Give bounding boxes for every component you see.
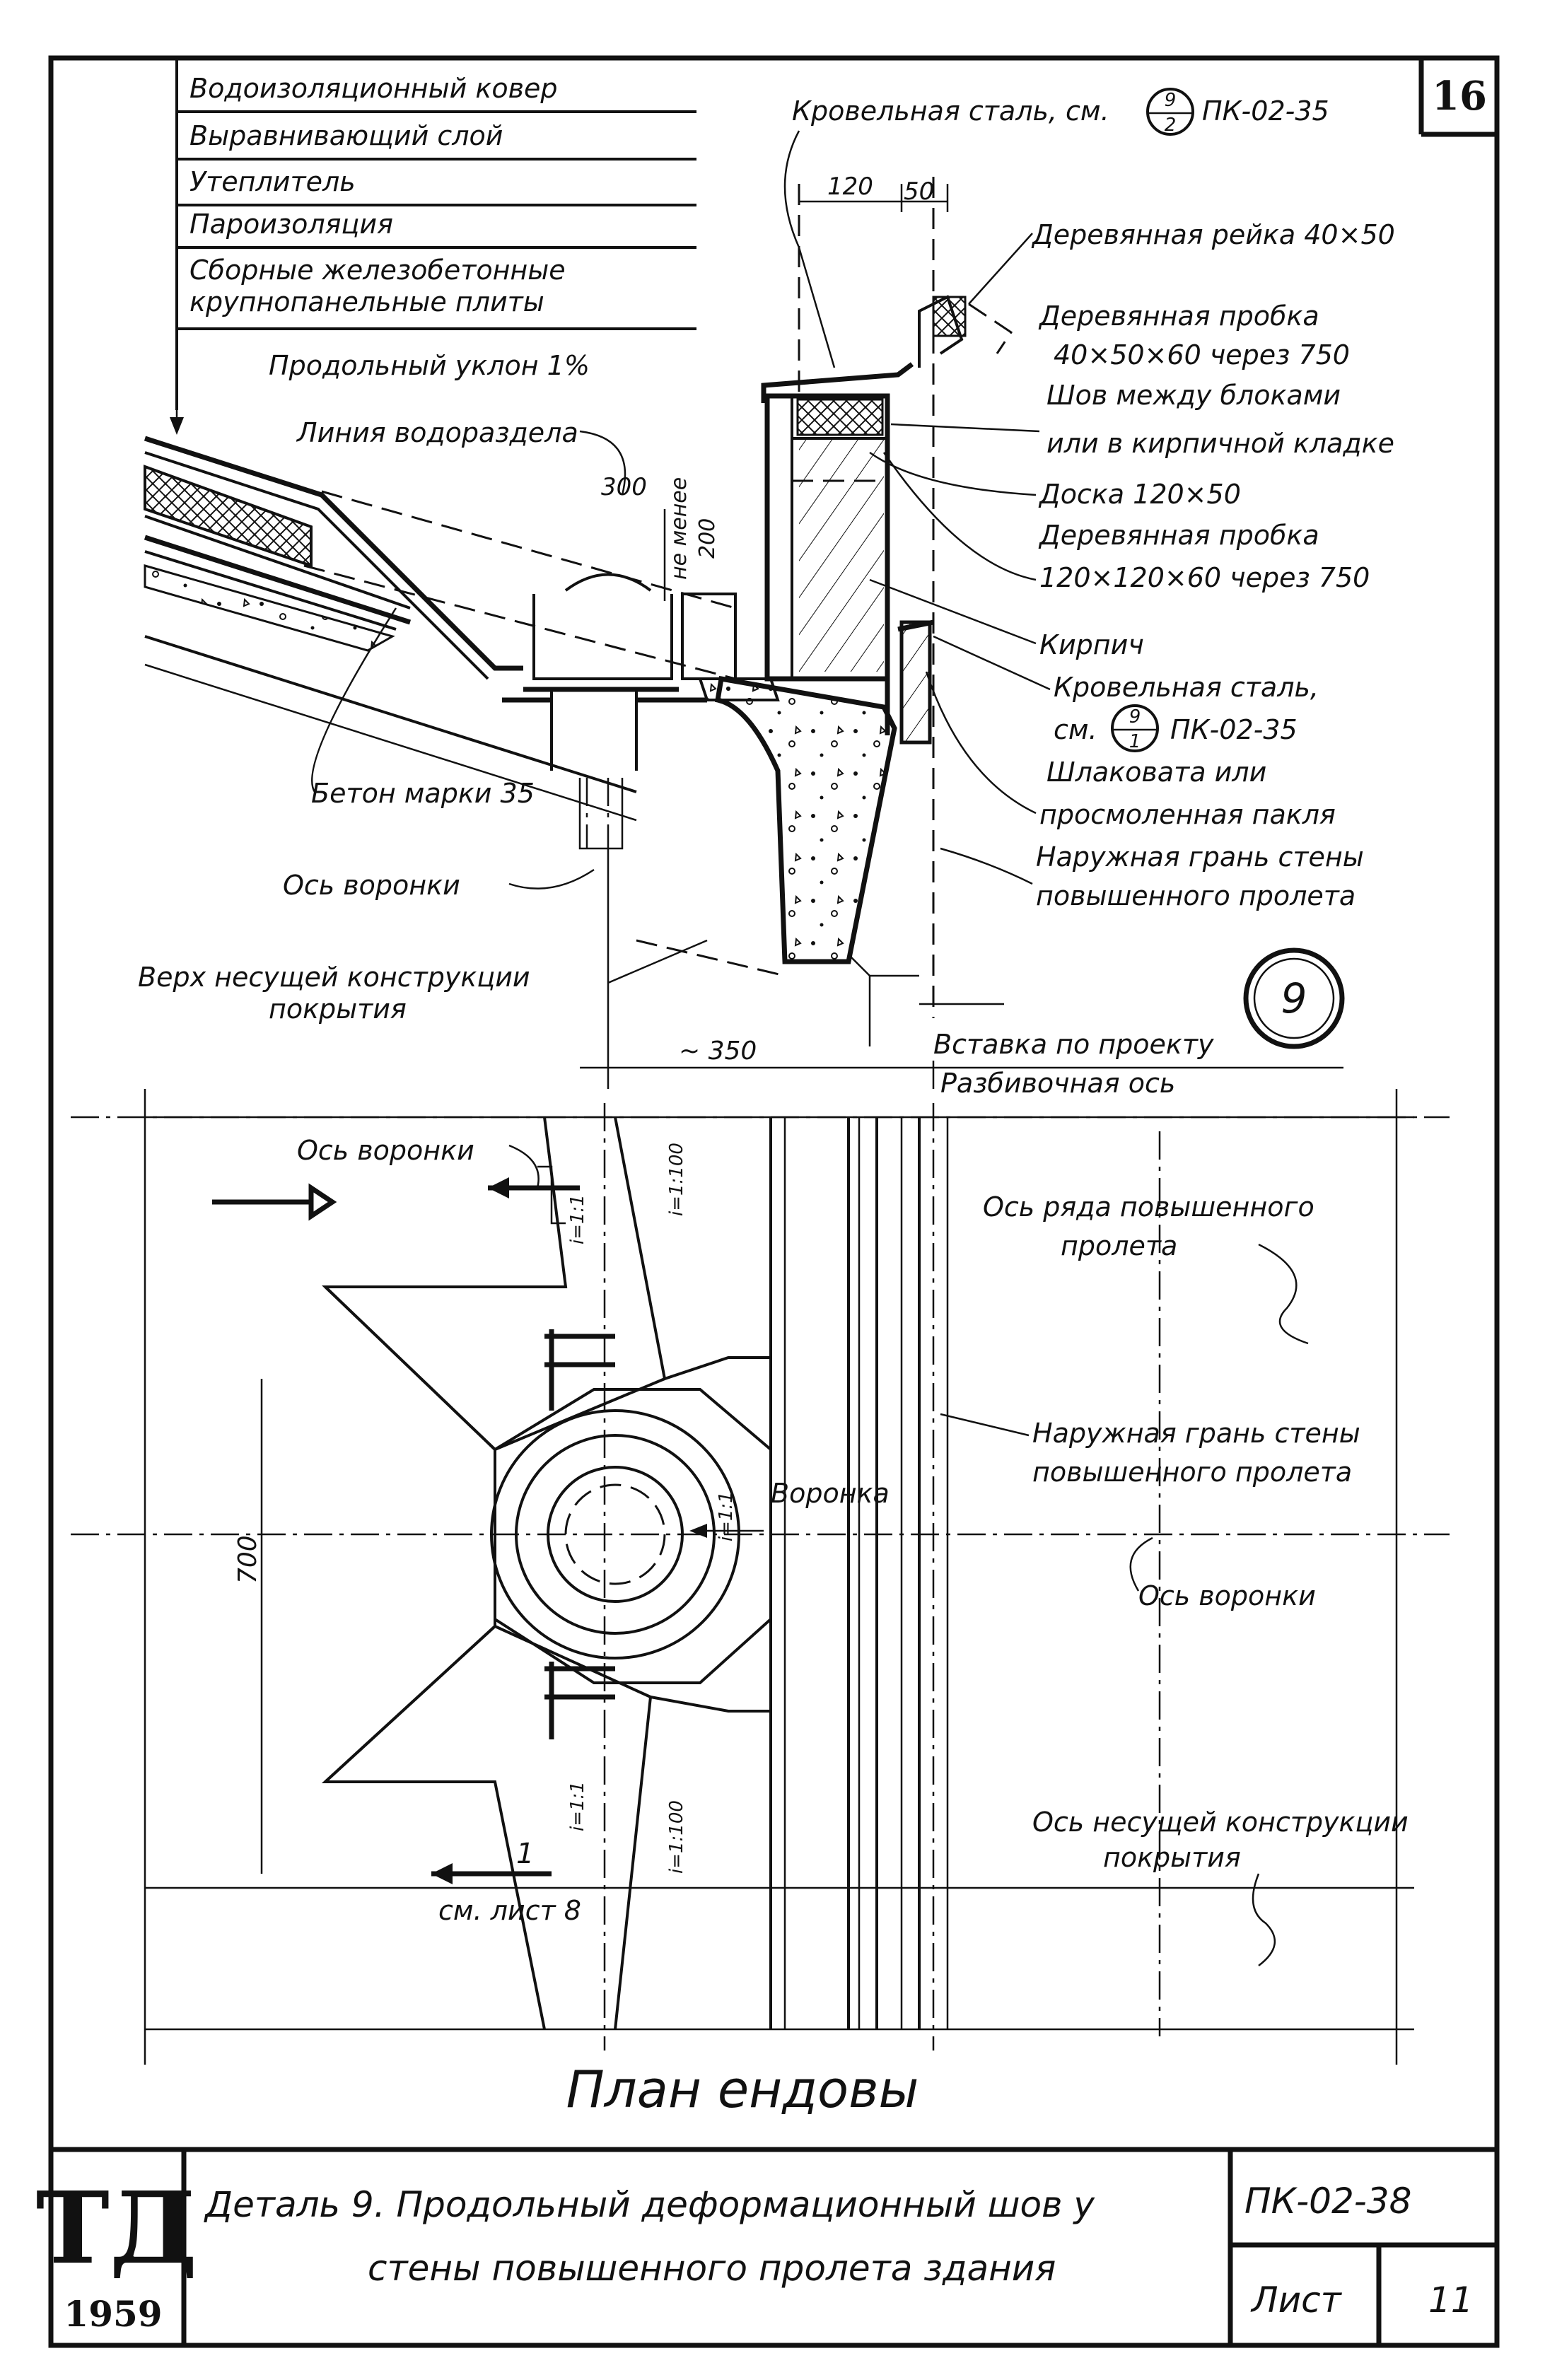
section-mark-number: 1 [516,1838,534,1870]
label-wood-plug-1b: 40×50×60 через 750 [1054,339,1350,371]
leader-seam [890,423,1040,433]
leader-watershed [579,430,626,496]
label-row-axis-a: Ось ряда повышенного [983,1191,1314,1223]
label-roof-steel-ref: ПК-02-35 [1202,95,1329,127]
label-support-axis-b: покрытия [1103,1842,1241,1873]
leader-plan-funnel-axis-top [508,1144,540,1189]
dim-300: 300 [601,473,647,501]
title-line-2: стены повышенного пролета здания [368,2248,1056,2289]
label-concrete: Бетон марки 35 [311,778,535,809]
label-support-top-b: покрытия [269,993,407,1025]
label-layout-axis: Разбивочная ось [940,1068,1175,1099]
label-board: Доска 120×50 [1038,479,1241,510]
leader-support-top [607,939,708,984]
dim-120: 120 [827,173,873,201]
label-roof-steel-2-see: см. [1054,714,1097,745]
ref-top-den: 2 [1165,115,1177,136]
label-slope-1-100-bottom: i=1:100 [666,1800,687,1874]
layer-slabs-line1: Сборные железобетонные [190,255,566,286]
section-drawing [144,177,1343,1089]
leader-tow [925,671,1037,815]
ref-top-num: 9 [1165,90,1177,111]
label-roof-steel-2a: Кровельная сталь, [1054,672,1319,703]
ref-mid-den: 1 [1129,731,1141,752]
ref-bubble-mid [1111,704,1159,752]
label-watershed: Линия водораздела [296,417,578,448]
plan-title: План ендовы [566,2060,919,2119]
label-tow: просмоленная пакля [1039,799,1336,830]
sheet-frame [48,55,1500,2348]
label-plan-funnel-axis-top: Ось воронки [297,1135,474,1166]
dim-350: ~ 350 [679,1037,757,1066]
leader-row-axis [1258,1243,1309,1345]
layer-slabs-line2: крупнопанельные плиты [190,286,544,317]
sheet-label: Лист [1250,2280,1343,2321]
label-roof-steel-2-ref: ПК-02-35 [1170,714,1298,745]
label-row-axis-b: пролета [1061,1230,1177,1261]
label-plan-outer-face-a: Наружная грань стены [1032,1418,1360,1449]
label-slope-1-1-top: i=1:1 [567,1194,588,1244]
layer-leader-arrow [170,417,184,435]
leader-wood-rail [968,233,1033,305]
layer-waterproof-carpet: Водоизоляционный ковер [190,73,558,104]
label-plan-outer-face-b: повышенного пролета [1032,1457,1352,1488]
label-slope-1-100-top: i=1:100 [666,1143,687,1216]
leader-support-axis [1252,1873,1276,1966]
label-plan-funnel-axis-right: Ось воронки [1138,1580,1316,1611]
layer-leveling: Выравнивающий слой [190,120,503,151]
stamp-year: 1959 [64,2293,162,2335]
ref-bubble-top [1146,88,1194,136]
label-seam-2: или в кирпичной кладке [1046,428,1394,459]
leader-brick [869,578,1037,645]
label-slope: Продольный уклон 1% [269,350,590,381]
label-funnel: Воронка [771,1478,890,1509]
leader-plan-funnel-axis-right [1129,1536,1153,1592]
dim-700: 700 [233,1535,262,1584]
label-wood-plug-1a: Деревянная пробка [1038,301,1319,332]
layer-table [175,58,696,410]
label-funnel-axis-section: Ось воронки [283,870,460,901]
layer-insulation: Утеплитель [190,166,356,197]
leader-concrete [311,607,397,793]
label-outer-face-a: Наружная грань стены [1036,841,1364,873]
detail-marker-number: 9 [1281,974,1307,1022]
label-wood-rail: Деревянная рейка 40×50 [1031,219,1395,250]
dim-200: 200 [695,518,720,559]
label-support-axis-a: Ось несущей конструкции [1032,1807,1409,1838]
label-brick: Кирпич [1039,629,1144,660]
drawing-code: ПК-02-38 [1244,2181,1411,2222]
plan-drawing [71,1089,1450,2065]
label-seam-1: Шов между блоками [1046,380,1341,411]
sheet-value: 11 [1428,2280,1474,2321]
leader-board [869,451,1037,496]
label-not-less: не менее [667,477,692,580]
label-see-sheet: см. лист 8 [438,1895,581,1926]
dim-50: 50 [904,177,934,206]
leader-plan-outer-face [940,1413,1030,1437]
label-slope-1-1-bottom: i=1:1 [567,1781,588,1831]
title-line-1: Деталь 9. Продольный деформационный шов … [204,2184,1095,2225]
label-roof-steel: Кровельная сталь, см. [792,95,1109,127]
label-slag-wool: Шлаковата или [1046,757,1266,788]
leader-funnel-axis-section [508,868,595,889]
label-support-top-a: Верх несущей конструкции [138,962,530,993]
label-wood-plug-2b: 120×120×60 через 750 [1039,562,1370,593]
leader-roof-steel-2 [933,635,1051,691]
leader-roof-steel [783,130,836,368]
title-block [51,2147,1497,2345]
layer-vapor-barrier: Пароизоляция [190,209,393,240]
label-insert: Вставка по проекту [933,1029,1214,1060]
stamp-logo: ТД [36,2171,198,2287]
label-outer-face-b: повышенного пролета [1036,880,1355,911]
label-wood-plug-2a: Деревянная пробка [1038,520,1319,551]
detail-marker-circle [1243,947,1345,1049]
ref-mid-num: 9 [1129,706,1141,728]
leader-outer-face [940,847,1033,885]
label-slope-1-1-mid: i=1:1 [716,1491,737,1541]
leader-wood-plug-2 [882,452,1037,581]
sheet-number: 16 [1432,73,1487,119]
